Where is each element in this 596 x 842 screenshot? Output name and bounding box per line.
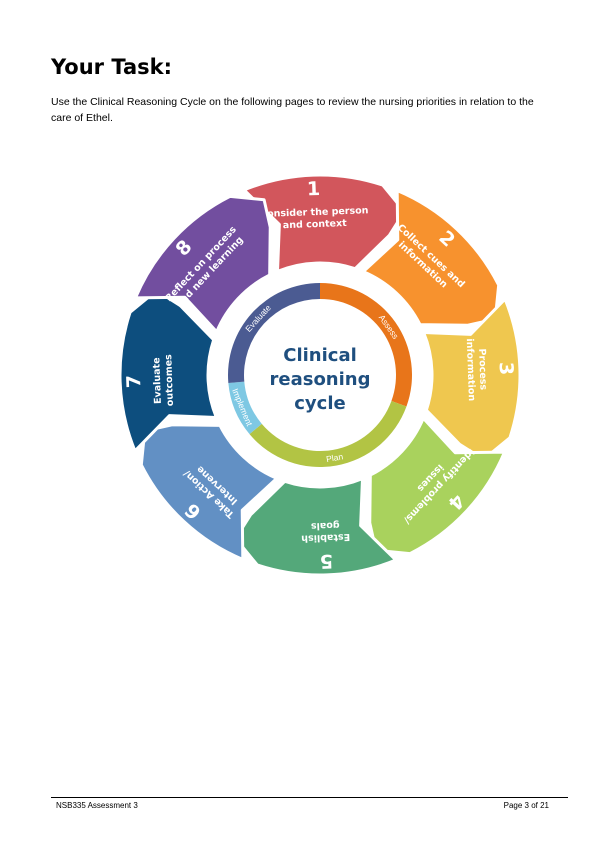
cycle-step-label: Establish — [301, 531, 350, 544]
page-heading: Your Task: — [51, 55, 172, 79]
cycle-step-label: outcomes — [163, 354, 176, 407]
inner-ring-segment-implement — [228, 381, 262, 435]
center-title-line: reasoning — [270, 369, 371, 390]
inner-ring-segment-assess — [320, 283, 412, 407]
cycle-step-number: 1 — [307, 178, 321, 200]
cycle-step-number: 3 — [495, 362, 517, 376]
cycle-step-segment — [133, 194, 272, 334]
footer-page-number: Page 3 of 21 — [503, 801, 549, 810]
inner-ring-label: Plan — [325, 451, 344, 464]
cycle-step-segment — [242, 173, 406, 273]
cycle-step-label: Consider the person — [260, 205, 369, 220]
cycle-step-label: Process — [476, 348, 488, 390]
cycle-step-label: Evaluate — [151, 357, 164, 404]
cycle-step-label: goals — [310, 519, 339, 531]
cycle-step-label: and context — [283, 218, 348, 231]
cycle-step-segment — [139, 423, 279, 562]
cycle-step-number: 5 — [319, 550, 333, 572]
cycle-step-segment — [368, 416, 507, 556]
cycle-step-label: information — [464, 338, 477, 401]
intro-paragraph: Use the Clinical Reasoning Cycle on the … — [51, 96, 534, 124]
center-title-line: Clinical — [283, 345, 357, 366]
center-title-line: cycle — [294, 393, 345, 414]
cycle-step-segment — [422, 297, 522, 461]
page-footer: NSB335 Assessment 3 Page 3 of 21 — [51, 797, 568, 810]
inner-ring-segment-evaluate — [228, 283, 320, 384]
cycle-step-segment — [118, 289, 218, 453]
cycle-step-segment — [234, 477, 398, 577]
footer-document-title: NSB335 Assessment 3 — [56, 801, 138, 810]
cycle-step-segment — [361, 188, 501, 327]
inner-ring-segment-plan — [249, 400, 407, 467]
cycle-step-number: 7 — [123, 374, 145, 388]
